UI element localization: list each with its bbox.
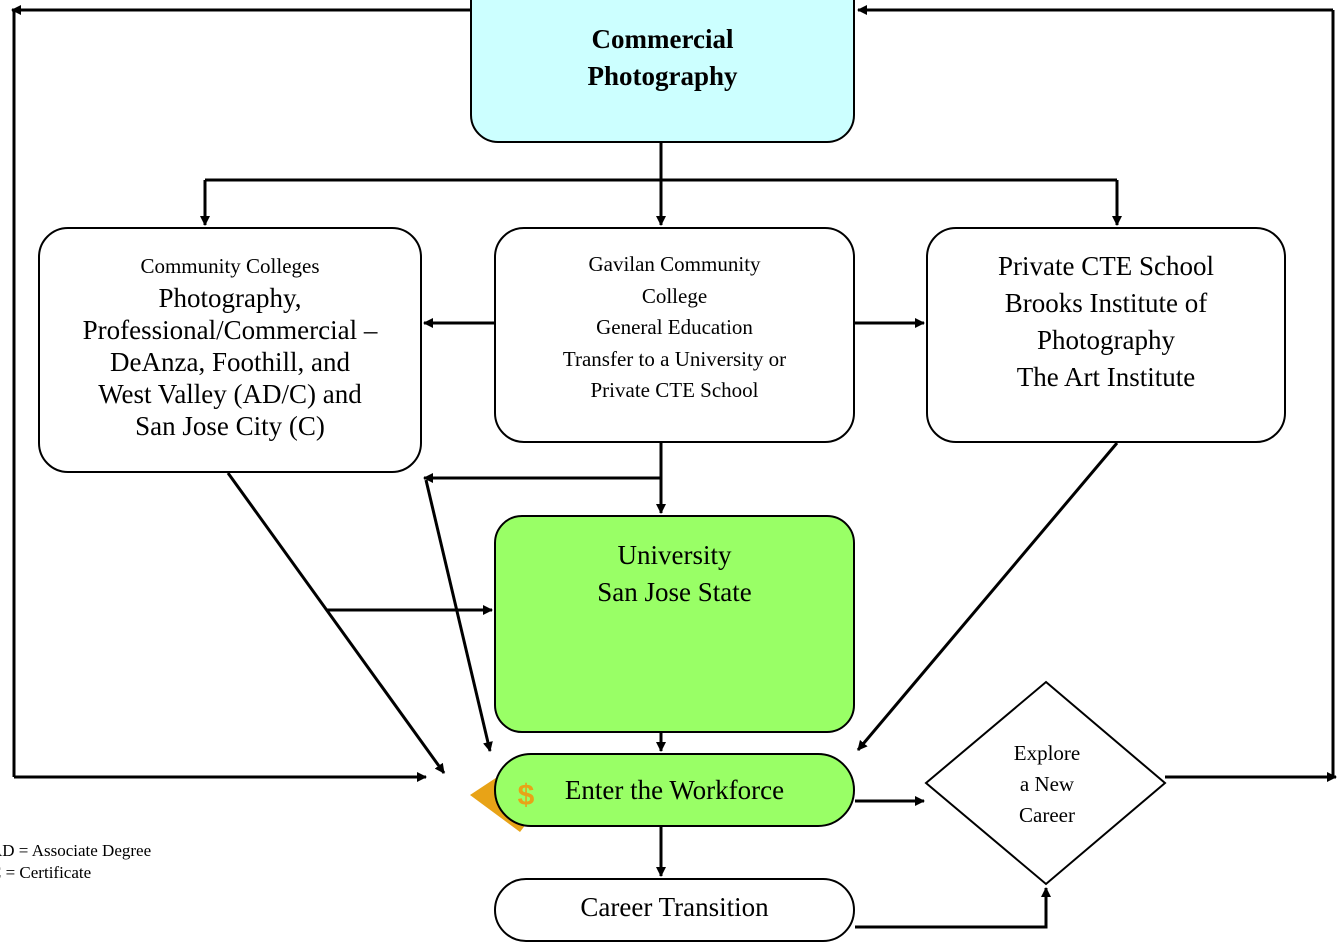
private-line-4: The Art Institute xyxy=(1016,362,1196,392)
private-cte-box: Private CTE School Brooks Institute of P… xyxy=(926,227,1286,443)
explore-line-3: Career xyxy=(1019,803,1075,827)
explore-line-2: a New xyxy=(1019,772,1075,796)
top-line-2: Photography xyxy=(587,60,738,91)
university-box: University San Jose State xyxy=(494,515,855,733)
cc-line-6: San Jose City (C) xyxy=(135,411,325,441)
gavilan-line-2: College xyxy=(641,283,708,308)
university-line-2: San Jose State xyxy=(597,577,752,607)
cc-line-1: Community Colleges xyxy=(140,254,320,278)
cc-line-4: DeAnza, Foothill, and xyxy=(110,347,350,377)
commercial-photography-box: Commercial Photography xyxy=(470,0,855,143)
cc-line-3: Professional/Commercial – xyxy=(82,315,378,345)
cc-line-2: Photography, xyxy=(158,283,302,313)
university-line-1: University xyxy=(617,540,732,570)
arrow-transition-to-explore xyxy=(855,887,1051,929)
career-transition-box: Career Transition xyxy=(494,878,855,942)
explore-line-1: Explore xyxy=(1013,741,1081,765)
arrow-private-cte-to-workforce xyxy=(856,442,1119,751)
arrow-down-to-workforce-left xyxy=(424,479,493,752)
legend-c: C = Certificate xyxy=(0,863,92,882)
explore-diamond xyxy=(924,680,1167,886)
explore-career-text: Explore a New Career xyxy=(992,738,1102,831)
cc-line-5: West Valley (AD/C) and xyxy=(98,379,362,409)
gavilan-line-1: Gavilan Community xyxy=(588,252,761,276)
transition-label: Career Transition xyxy=(580,891,769,922)
private-line-3: Photography xyxy=(1037,325,1175,355)
gavilan-line-3: General Education xyxy=(596,315,753,339)
arrow-community-colleges-to-workforce xyxy=(226,472,446,774)
enter-workforce-box: Enter the Workforce xyxy=(494,753,855,827)
private-line-1: Private CTE School xyxy=(998,251,1214,281)
community-colleges-box: Community Colleges Photography, Professi… xyxy=(38,227,422,473)
workforce-label: Enter the Workforce xyxy=(564,774,785,805)
legend: AD = Associate Degree C = Certificate xyxy=(0,840,151,884)
top-line-1: Commercial xyxy=(591,23,734,54)
private-line-2: Brooks Institute of xyxy=(1004,288,1208,318)
dollar-sign-glyph: $ xyxy=(517,779,535,812)
gavilan-line-4: Transfer to a University or xyxy=(562,346,787,371)
gavilan-college-box: Gavilan Community College General Educat… xyxy=(494,227,855,443)
gavilan-line-5: Private CTE School xyxy=(590,378,759,402)
legend-ad: AD = Associate Degree xyxy=(0,841,152,860)
